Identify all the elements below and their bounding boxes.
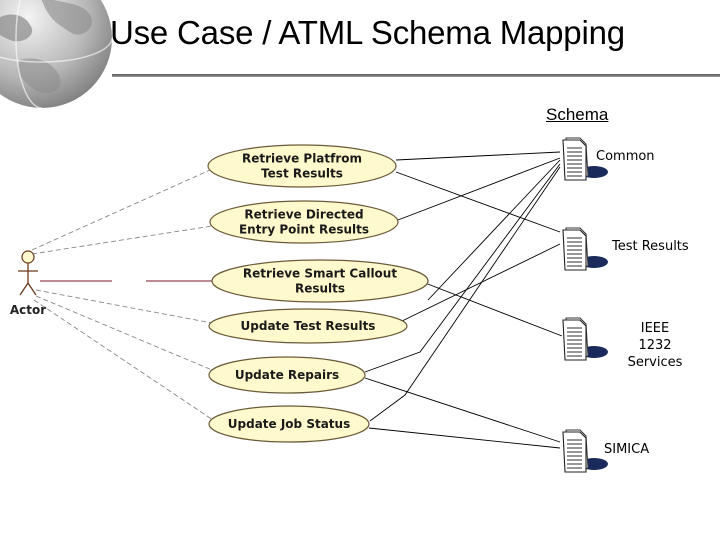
schema-label-common: Common	[596, 148, 655, 165]
use-case-label: Results	[295, 282, 345, 296]
title-divider	[112, 74, 720, 77]
use-case-label: Retrieve Smart Callout	[243, 267, 397, 281]
slide-title: Use Case / ATML Schema Mapping	[110, 14, 625, 51]
mapping-line-uc5-s1	[364, 163, 561, 373]
association-line-actor-uc5	[35, 295, 213, 371]
mapping-line-uc3-s3	[419, 280, 563, 337]
schema-label-line: IEEE	[640, 321, 670, 336]
document-icon	[562, 429, 608, 473]
schema-heading: Schema	[546, 105, 609, 124]
schema-label-ieee-1232-services: IEEE 1232 Services	[622, 320, 688, 371]
use-case-label: Update Test Results	[241, 319, 376, 333]
schema-label-line: SIMICA	[604, 442, 650, 457]
actor-label: Actor	[10, 303, 46, 317]
mapping-line-uc5-s4	[364, 377, 561, 443]
use-case-ellipse	[207, 144, 397, 188]
use-case-ellipse	[208, 308, 408, 344]
actor-leg-left	[19, 282, 29, 296]
association-line-actor-uc2	[31, 225, 213, 255]
schema-label-simica: SIMICA	[604, 441, 649, 458]
actor-head-icon	[21, 250, 35, 264]
mapping-line-uc4-s2	[399, 243, 561, 323]
association-line-actor-uc4	[35, 289, 213, 324]
use-case-ellipse	[208, 405, 370, 443]
use-case-update-test-results: Update Test Results	[208, 308, 408, 344]
use-case-ellipse	[211, 259, 429, 303]
schema-label-test-results: Test Results	[612, 238, 689, 255]
use-case-update-repairs: Update Repairs	[208, 356, 366, 394]
use-case-update-job-status: Update Job Status	[208, 405, 370, 443]
use-case-label: Test Results	[261, 167, 343, 181]
globe-logo-icon	[0, 0, 113, 109]
mapping-line-uc6-s4	[368, 427, 561, 449]
use-case-label: Retrieve Platfrom	[242, 152, 362, 166]
association-line-actor-uc1	[31, 169, 211, 251]
schema-label-line: 1232	[638, 338, 672, 353]
mapping-line-uc3-s1	[427, 159, 561, 301]
association-line-actor-uc6	[33, 299, 214, 421]
use-case-label: Entry Point Results	[239, 223, 369, 237]
mapping-line-uc1-s2	[395, 171, 561, 233]
use-case-ellipse	[209, 200, 399, 244]
schema-label-line: Common	[596, 149, 655, 164]
actor-leg-right	[27, 282, 37, 296]
schema-label-line: Test Results	[612, 239, 689, 254]
use-case-label: Retrieve Directed	[244, 208, 363, 222]
document-icon	[562, 137, 608, 181]
mapping-line-uc1-s1	[395, 151, 561, 161]
document-icon	[562, 317, 608, 361]
use-case-label: Update Job Status	[228, 417, 350, 431]
mapping-line-uc2-s1	[397, 157, 561, 221]
mapping-line-uc6-s1	[369, 166, 561, 422]
use-case-label: Update Repairs	[235, 368, 339, 382]
use-case-ellipse	[208, 356, 366, 394]
actor-figure: Actor	[10, 250, 46, 317]
document-icon	[562, 227, 608, 271]
schema-label-line: Services	[627, 355, 683, 370]
